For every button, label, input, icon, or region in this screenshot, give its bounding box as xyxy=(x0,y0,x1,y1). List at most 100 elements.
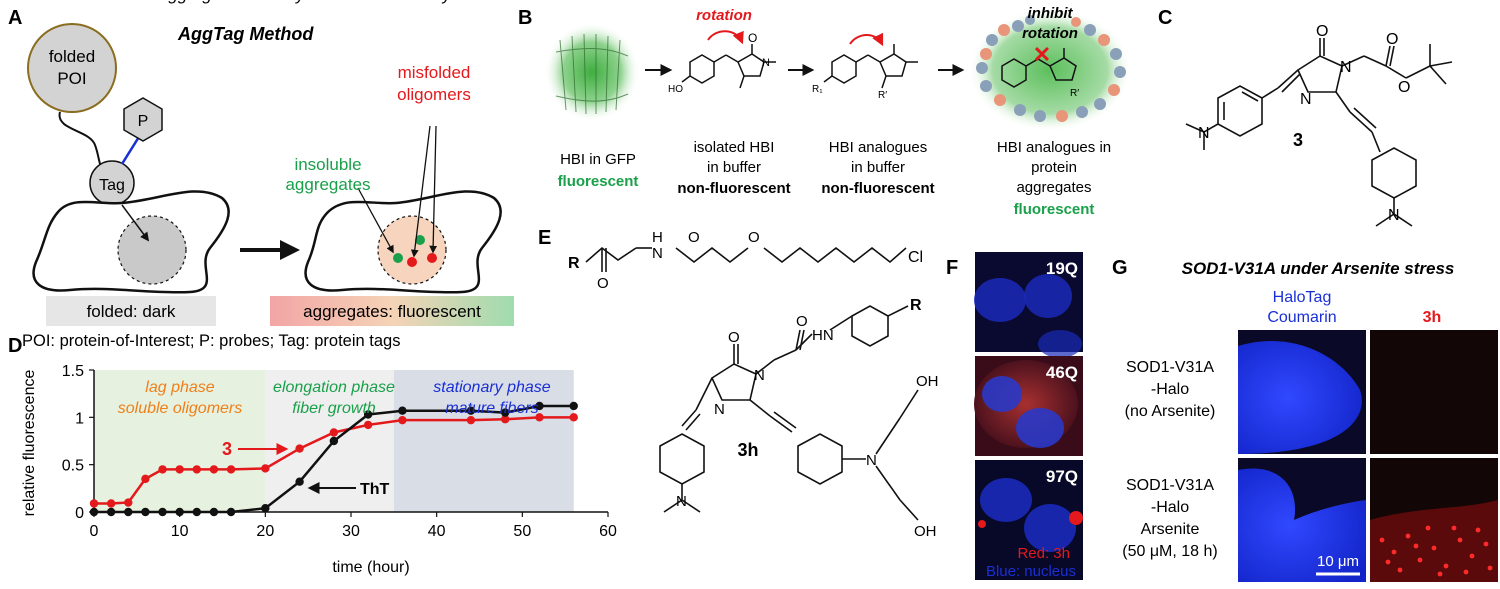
aggregate-dot xyxy=(1483,541,1489,547)
h3-aniline-n: N xyxy=(866,452,877,469)
misfolded-dot-2 xyxy=(427,253,437,263)
gfp-barrel-glow xyxy=(544,22,640,122)
aggregate-dot xyxy=(1431,545,1437,551)
aggregate-dot xyxy=(1443,563,1449,569)
folded-status-box xyxy=(46,296,216,326)
aggregate-dot xyxy=(1487,565,1493,571)
analogue-caption-3: non-fluorescent xyxy=(821,180,934,197)
panel-d-letter: D xyxy=(8,335,22,357)
aggregate-status-box xyxy=(270,296,514,326)
aggregate-rprime: R′ xyxy=(1070,88,1079,99)
phase1-label-1: lag phase xyxy=(145,379,214,396)
series-point-3 xyxy=(535,413,544,422)
g-3h-arsenite-cell xyxy=(1370,500,1498,582)
chart-title-part1: aggregation of α-synuclein detected by xyxy=(159,0,456,4)
aggregate-caption-4: fluorescent xyxy=(1014,201,1095,218)
x-tick-label: 60 xyxy=(599,523,617,540)
y-tick-label: 0.5 xyxy=(62,458,84,475)
nucleus-19q-2 xyxy=(1024,274,1072,318)
misfolded-label-2: oligomers xyxy=(397,85,471,104)
label-19q: 19Q xyxy=(1046,259,1078,278)
panel-g-letter: G xyxy=(1112,257,1128,279)
series-point-3 xyxy=(209,465,219,474)
c-n2: N xyxy=(1300,91,1312,108)
series-point-3 xyxy=(158,465,167,474)
series-point-3 xyxy=(89,499,99,508)
series-point-tht xyxy=(89,507,99,517)
series-point-3 xyxy=(501,415,510,424)
h3-oh2: OH xyxy=(914,523,937,540)
aggregate-dot xyxy=(1463,569,1469,575)
h3-oh1: OH xyxy=(916,373,939,390)
panel-a-caption: POI: protein-of-Interest; P: probes; Tag… xyxy=(22,332,400,350)
analogue-rprime: R′ xyxy=(878,90,887,101)
gfp-barrel-strands xyxy=(555,33,629,115)
nucleus-46q-1 xyxy=(982,376,1022,412)
poi-label-1: folded xyxy=(49,47,95,66)
isolated-caption-2: in buffer xyxy=(707,159,761,176)
series-point-tht xyxy=(535,401,544,411)
series-point-3 xyxy=(466,415,476,425)
rotation-label: rotation xyxy=(696,7,752,24)
insoluble-pointer xyxy=(357,187,394,254)
hbi-structure xyxy=(681,44,776,89)
halo-linker-structure xyxy=(585,246,907,272)
aggregate-97q-1 xyxy=(978,520,986,528)
poi-label-2: POI xyxy=(57,69,86,88)
series-point-3 xyxy=(141,474,150,484)
series-point-3 xyxy=(261,464,270,473)
panel-b-letter: B xyxy=(518,7,532,29)
series-point-tht xyxy=(363,410,373,419)
panel-f-letter: F xyxy=(946,257,958,279)
col1-label-1: HaloTag xyxy=(1273,289,1332,306)
g-halo-arsenite-cell xyxy=(1238,468,1366,582)
h3-n2: N xyxy=(714,401,725,418)
series-point-tht xyxy=(209,507,219,517)
compound-3h-label: 3h xyxy=(737,440,758,460)
series-point-3 xyxy=(329,428,339,437)
series-point-tht xyxy=(569,401,578,411)
linker-r: R xyxy=(568,255,580,272)
series-point-tht xyxy=(124,507,133,517)
phase2-label-1: elongation phase xyxy=(273,379,395,396)
aggregate-dot xyxy=(1451,525,1457,531)
isolated-caption-3: non-fluorescent xyxy=(677,180,790,197)
series-point-tht xyxy=(226,507,236,517)
c-ester-o1: O xyxy=(1386,31,1398,48)
legend-red: Red: 3h xyxy=(1017,545,1070,562)
aggregate-dot xyxy=(1457,537,1463,543)
c-dimethylamino-n2: N xyxy=(1388,207,1400,224)
c-n1: N xyxy=(1340,59,1352,76)
series-point-tht xyxy=(466,406,476,415)
aggregate-glow xyxy=(968,8,1132,132)
aggregate-97q-2 xyxy=(1069,511,1083,525)
x-tick-label: 0 xyxy=(90,523,99,540)
compound-3-label: 3 xyxy=(1293,130,1303,150)
label-97q: 97Q xyxy=(1046,467,1078,486)
series-point-3 xyxy=(175,465,184,474)
panel-d: D aggregation of α-synuclein detected by… xyxy=(8,0,617,576)
aggregate-caption-3: aggregates xyxy=(1016,179,1091,196)
panel-g: G SOD1-V31A under Arsenite stress HaloTa… xyxy=(1112,257,1498,582)
panel-b: B HO O N rotation xyxy=(518,5,1132,218)
aggregate-beads xyxy=(976,15,1126,122)
x-axis-title: time (hour) xyxy=(332,559,409,576)
c-dimethylamino-n: N xyxy=(1198,125,1210,142)
panel-e: E R O H N O O Cl xyxy=(538,227,939,540)
analogue-caption-1: HBI analogues xyxy=(829,139,927,156)
series-point-tht xyxy=(398,406,407,415)
tag-label: Tag xyxy=(99,177,125,194)
panel-g-title: SOD1-V31A under Arsenite stress xyxy=(1182,259,1455,278)
nucleus-aggregated xyxy=(377,215,447,285)
aggregate-dot xyxy=(1475,527,1481,533)
chart-title-or: or xyxy=(465,0,490,4)
series-point-tht xyxy=(106,507,116,517)
legend-blue: Blue: nucleus xyxy=(986,563,1076,580)
h3-r-sub: R xyxy=(910,297,922,314)
panel-f: F 19Q 46Q 97Q Red: 3h Blue: nucleus xyxy=(946,252,1083,580)
panel-a-title: AggTag Method xyxy=(177,24,314,44)
nucleus-97q-1 xyxy=(980,478,1032,522)
h3-amide-o: O xyxy=(796,313,808,330)
compound-3-structure xyxy=(1185,38,1453,227)
